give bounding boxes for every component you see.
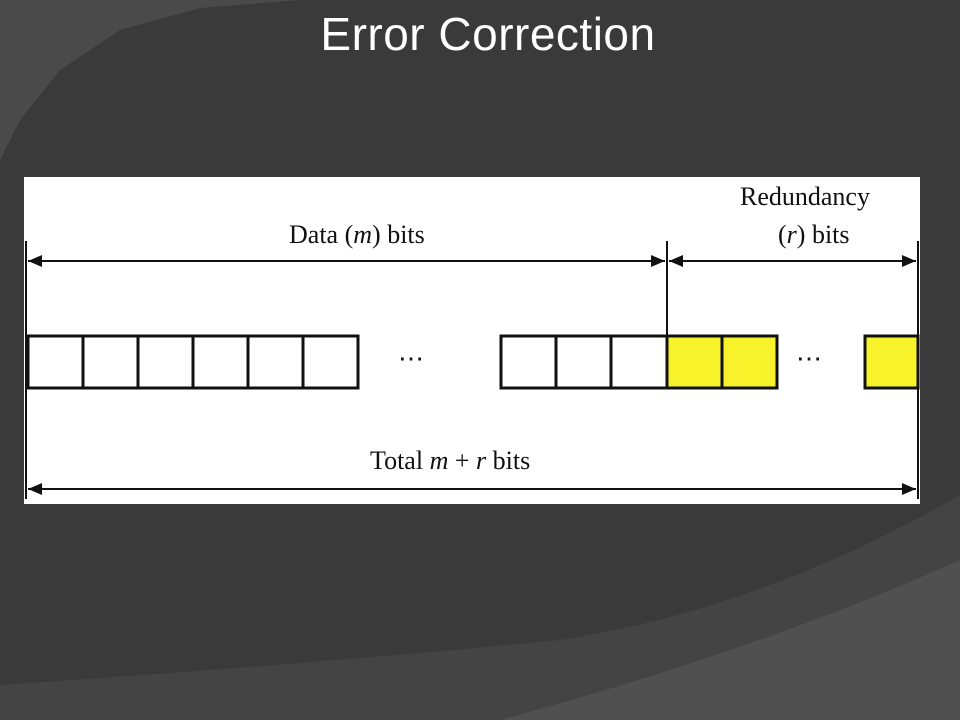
bit-cell (609, 334, 669, 390)
bit-cell (246, 334, 305, 390)
redundancy-ellipsis: ⋯ (796, 344, 822, 373)
redundancy-bit-cell (863, 334, 920, 390)
redundancy-bit-cell (720, 334, 779, 390)
bit-layout-diagram: Data (m) bits Redundancy (r) bits (24, 177, 920, 504)
bit-cell (499, 334, 558, 390)
total-bits-label: Total m + r bits (370, 446, 530, 475)
bit-cell (554, 334, 613, 390)
data-bit-cells-group-2 (499, 334, 669, 390)
redundancy-label-line1: Redundancy (740, 182, 870, 211)
data-ellipsis: ⋯ (398, 344, 424, 373)
data-bit-cells-group-1 (26, 334, 360, 390)
bit-cell (301, 334, 360, 390)
redundancy-label-line2: (r) bits (778, 220, 850, 249)
redundancy-bits-arrow (669, 255, 916, 267)
bit-cell (136, 334, 195, 390)
data-bits-label: Data (m) bits (289, 220, 425, 249)
redundancy-bit-cells (665, 334, 779, 390)
total-bits-arrow (28, 483, 916, 495)
bit-cell (81, 334, 140, 390)
bit-cell (26, 334, 85, 390)
data-bits-arrow (28, 255, 665, 267)
redundancy-bit-cell (665, 334, 724, 390)
bit-cell (191, 334, 250, 390)
slide-title: Error Correction (320, 8, 656, 60)
